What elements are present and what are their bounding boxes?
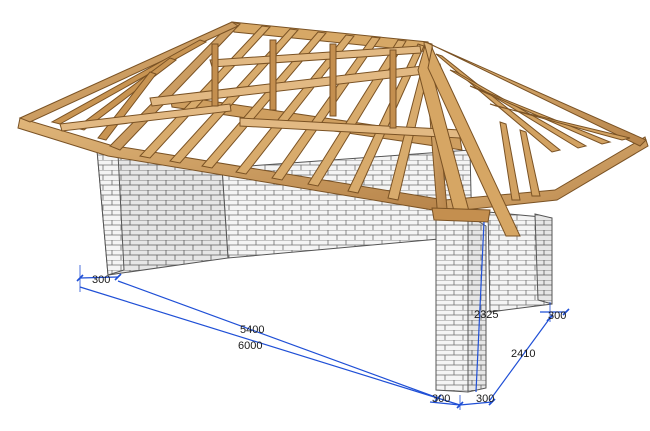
- dim-back-right-thickness: 300: [548, 310, 566, 322]
- right-back-wall-side: [534, 213, 553, 305]
- hip-rafter-back-right: [425, 41, 647, 147]
- front-rafters: [139, 25, 431, 201]
- post-cap: [431, 207, 491, 223]
- dim-inner-length: 5400: [240, 324, 264, 336]
- dimension-labels: 300 5400 6000 300 300 2325 2410 300: [92, 274, 566, 405]
- roof-frame: [17, 21, 649, 237]
- hip-rafter-back-left: [18, 21, 240, 123]
- dim-front-post-b: 300: [476, 393, 494, 405]
- right-rafters: [435, 53, 631, 201]
- dimension-ticks: [76, 273, 570, 409]
- dimension-lines: [79, 221, 566, 410]
- dim-left-wall-thickness: 300: [92, 274, 110, 286]
- purlins: [59, 45, 461, 139]
- dim-front-post-a: 300: [432, 393, 450, 405]
- dim-outer-length: 6000: [238, 340, 262, 352]
- dim-post-height: 2325: [474, 309, 498, 321]
- front-post-side: [467, 214, 487, 393]
- king-posts: [211, 39, 397, 129]
- dim-side-depth: 2410: [511, 348, 535, 360]
- front-post: [435, 211, 469, 393]
- front-hip-brace-2: [427, 46, 521, 237]
